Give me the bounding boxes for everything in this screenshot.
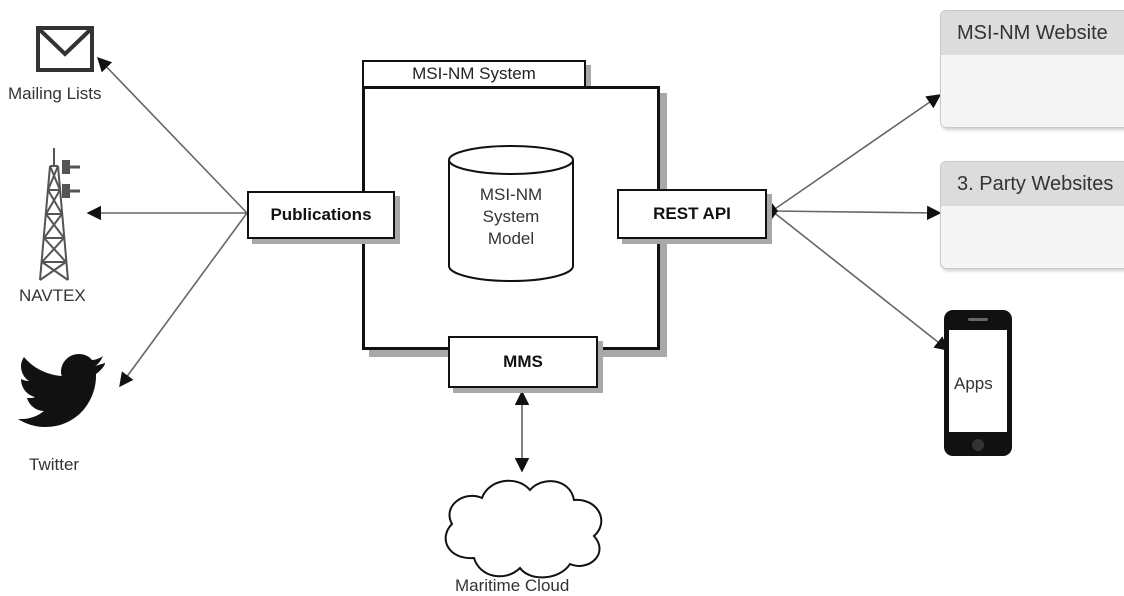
smartphone-icon <box>944 310 1012 456</box>
arrow-to-apps <box>771 210 950 351</box>
publications-box: Publications <box>247 191 395 239</box>
mail-icon <box>36 26 94 72</box>
arrow-to-msi-nm-website <box>771 94 942 212</box>
twitter-label: Twitter <box>29 455 80 474</box>
system-model-line: MSI-NM <box>479 185 543 204</box>
arrow-to-mailing-lists <box>97 56 248 214</box>
arrow-to-third-party-websites <box>771 205 942 221</box>
database-cylinder-icon <box>448 145 574 282</box>
msi-nm-website-panel: MSI-NM Website <box>940 10 1124 128</box>
system-model-line: System <box>482 207 540 226</box>
system-model-line: Model <box>487 229 535 248</box>
third-party-websites-title: 3. Party Websites <box>941 162 1124 206</box>
radio-tower-icon <box>39 148 80 281</box>
system-title-tab: MSI-NM System <box>362 60 586 88</box>
arrow-to-twitter <box>119 212 248 388</box>
navtex-label: NAVTEX <box>19 286 86 305</box>
mailing-lists-label: Mailing Lists <box>8 84 102 103</box>
cloud-icon <box>444 479 603 579</box>
system-model-label: MSI-NM System Model <box>446 184 576 250</box>
third-party-websites-panel: 3. Party Websites <box>940 161 1124 269</box>
apps-label: Apps <box>954 374 993 393</box>
msi-nm-website-title: MSI-NM Website <box>941 11 1124 55</box>
twitter-bird-icon <box>18 354 105 427</box>
rest-api-connector-diamond <box>766 203 778 219</box>
rest-api-box: REST API <box>617 189 767 239</box>
mms-box: MMS <box>448 336 598 388</box>
maritime-cloud-label: Maritime Cloud <box>455 576 570 595</box>
